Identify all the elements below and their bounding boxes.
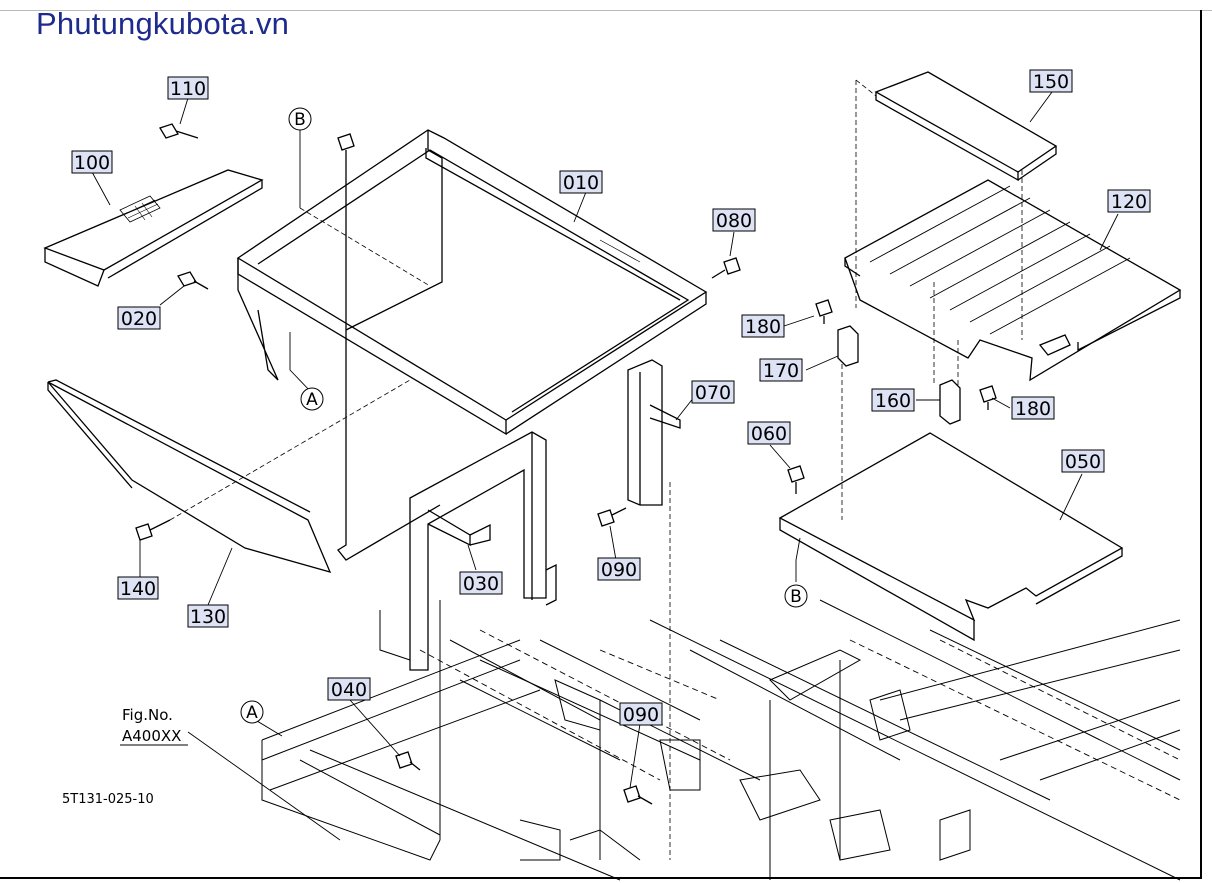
svg-text:020: 020 — [121, 308, 157, 330]
bolt-080 — [711, 257, 741, 279]
svg-text:090: 090 — [601, 559, 637, 581]
chassis-hidden-lines — [419, 629, 1181, 801]
marker-A-bottom: A — [240, 700, 264, 724]
bolt-top-010 — [337, 133, 355, 330]
callout-150: 150 — [1029, 69, 1073, 93]
callout-090-lower: 090 — [619, 702, 663, 726]
callout-140: 140 — [117, 576, 159, 600]
bolt-110 — [159, 123, 199, 139]
callout-180-right: 180 — [1011, 396, 1055, 420]
callout-labels: 110 100 020 010 080 070 150 120 180 170 … — [71, 69, 1151, 726]
callout-160: 160 — [871, 388, 915, 412]
bolt-090-lower — [623, 785, 653, 805]
svg-text:A: A — [306, 390, 318, 410]
svg-text:050: 050 — [1065, 451, 1101, 473]
callout-130: 130 — [187, 604, 229, 628]
fig-no-label: Fig.No. — [122, 706, 173, 724]
svg-text:B: B — [790, 587, 802, 607]
callout-040: 040 — [327, 677, 371, 701]
part-170-bracket — [837, 325, 859, 367]
part-130-side-cover — [47, 379, 332, 573]
leader-lines — [91, 91, 1119, 841]
part-160-bracket — [939, 379, 961, 425]
callout-020: 020 — [117, 306, 161, 330]
svg-text:070: 070 — [695, 382, 731, 404]
callout-090-upper: 090 — [597, 557, 641, 581]
callout-050: 050 — [1061, 449, 1105, 473]
svg-text:060: 060 — [751, 423, 787, 445]
hidden-leader-lines — [169, 79, 1023, 860]
bolt-040 — [395, 751, 421, 771]
svg-text:120: 120 — [1111, 191, 1147, 213]
svg-text:180: 180 — [745, 316, 781, 338]
svg-text:010: 010 — [563, 172, 599, 194]
part-030-bracket — [409, 431, 557, 671]
svg-text:180: 180 — [1015, 398, 1051, 420]
svg-text:150: 150 — [1033, 71, 1069, 93]
callout-180-left: 180 — [741, 314, 785, 338]
svg-text:100: 100 — [74, 152, 110, 174]
svg-text:110: 110 — [170, 78, 206, 100]
svg-text:A: A — [246, 703, 258, 723]
svg-text:160: 160 — [875, 390, 911, 412]
part-010-frame — [236, 129, 708, 561]
svg-text:040: 040 — [331, 679, 367, 701]
svg-text:130: 130 — [190, 606, 226, 628]
bolt-020 — [177, 271, 209, 290]
callout-120: 120 — [1107, 189, 1151, 213]
part-050-floor-plate — [778, 432, 1124, 642]
frame-top-border — [0, 10, 1212, 11]
marker-A-mid: A — [300, 387, 324, 411]
frame-right-border — [1200, 10, 1202, 878]
svg-text:090: 090 — [623, 704, 659, 726]
svg-text:080: 080 — [716, 210, 752, 232]
figure-info: Fig.No. A400XX 5T131-025-10 — [62, 706, 188, 807]
marker-B-top: B — [288, 107, 312, 131]
svg-text:170: 170 — [763, 360, 799, 382]
svg-text:140: 140 — [120, 578, 156, 600]
callout-100: 100 — [71, 150, 113, 174]
frame-bottom-border — [0, 877, 1202, 879]
marker-B-right: B — [784, 584, 808, 608]
part-150-plate — [874, 71, 1058, 182]
bolt-180-left — [815, 299, 833, 324]
drawing-code: 5T131-025-10 — [62, 792, 154, 807]
brand-watermark: Phutungkubota.vn — [36, 6, 290, 41]
part-070-bracket — [627, 359, 681, 506]
svg-text:B: B — [294, 110, 306, 130]
callout-070: 070 — [691, 380, 735, 404]
callout-010: 010 — [559, 170, 603, 194]
chassis-lines — [261, 599, 1181, 881]
svg-text:030: 030 — [463, 573, 499, 595]
part-100-cover — [43, 169, 264, 287]
bolt-140 — [135, 519, 171, 541]
reference-markers: B A B A — [240, 107, 808, 724]
callout-170: 170 — [759, 358, 803, 382]
bolt-090-upper — [597, 507, 627, 527]
part-120-floor-plate — [844, 179, 1182, 382]
callout-030: 030 — [459, 571, 503, 595]
callout-080: 080 — [712, 208, 756, 232]
fig-no-value: A400XX — [122, 727, 181, 745]
callout-110: 110 — [167, 76, 209, 100]
bolt-180-right — [979, 385, 997, 410]
bolt-060 — [787, 465, 805, 494]
callout-060: 060 — [747, 421, 791, 445]
